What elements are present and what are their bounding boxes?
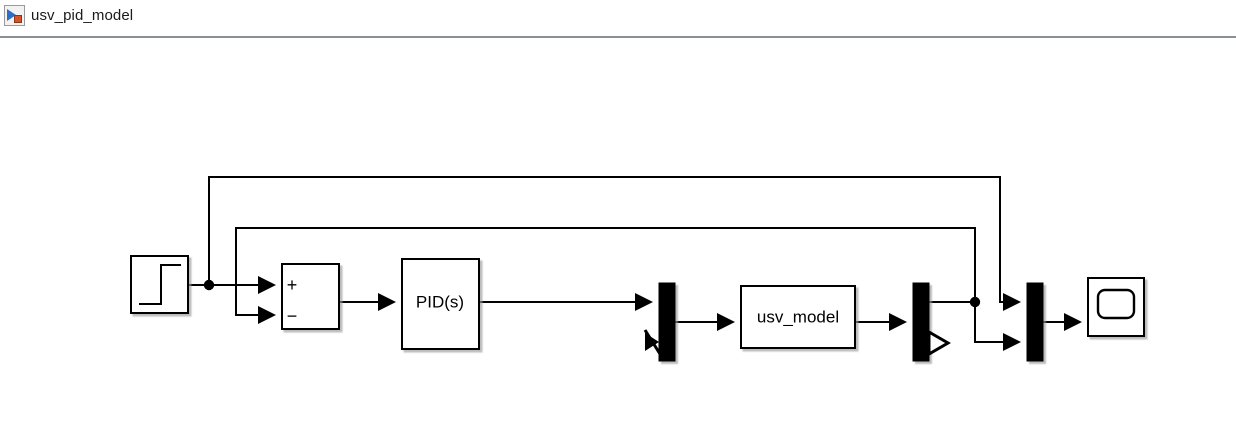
step-waveform-icon [139,264,181,305]
sum-block[interactable]: + − [281,263,340,330]
demux-block[interactable] [912,282,951,362]
usv-model-block-body[interactable] [740,285,856,349]
mux-block-2[interactable] [1026,282,1044,362]
simulink-model-icon [4,5,25,26]
sum-block-body[interactable] [281,263,340,330]
step-output-junction[interactable] [203,279,215,291]
signal-demux-feedback-to-sum-minus[interactable] [235,227,976,316]
mux2-bottom-input-arrow [1003,333,1021,351]
demux-output-junction[interactable] [969,296,981,308]
demux-block-body[interactable] [912,282,930,362]
usv-model-block-label: usv_model [757,307,839,326]
pid-block-body[interactable] [401,258,480,350]
sum-plus-input-arrow [258,276,276,294]
mux1-unconnected-slash [643,329,662,355]
mux1-block-body[interactable] [658,282,676,362]
pid-block-label: PID(s) [416,292,464,311]
block-diagram-svg: + − PID(s) usv_model [130,176,1145,362]
mux1-unconnected-input-port[interactable] [643,329,662,355]
pid-controller-block[interactable]: PID(s) [401,258,480,350]
scope-block[interactable] [1087,277,1145,337]
demux-unconnected-output-port[interactable] [927,329,951,357]
play-triangle-shape [7,9,16,21]
model-title: usv_pid_model [31,7,134,24]
title-bar: usv_pid_model [0,0,1236,31]
model-canvas[interactable]: + − PID(s) usv_model [0,38,1236,440]
sum-minus-sign: − [287,306,298,326]
step-block[interactable] [130,255,189,314]
scope-screen-icon [1096,288,1136,320]
mux2-block-body[interactable] [1026,282,1044,362]
demux-input-arrow [889,313,907,331]
pid-input-arrow [378,293,396,311]
usv-model-block[interactable]: usv_model [740,285,856,349]
orange-square-shape [14,15,22,23]
port-arrowheads-group [258,276,1082,351]
sum-minus-input-arrow [258,306,276,324]
sum-plus-sign: + [287,275,298,295]
usv-model-input-arrow [717,313,735,331]
mux-block-1[interactable] [643,282,676,362]
signal-demux-to-mux2[interactable] [974,302,1017,343]
scope-input-arrow [1064,313,1082,331]
title-bar-separator [0,36,1236,38]
mux1-input-arrow [635,293,653,311]
mux2-top-input-arrow [1003,293,1021,311]
